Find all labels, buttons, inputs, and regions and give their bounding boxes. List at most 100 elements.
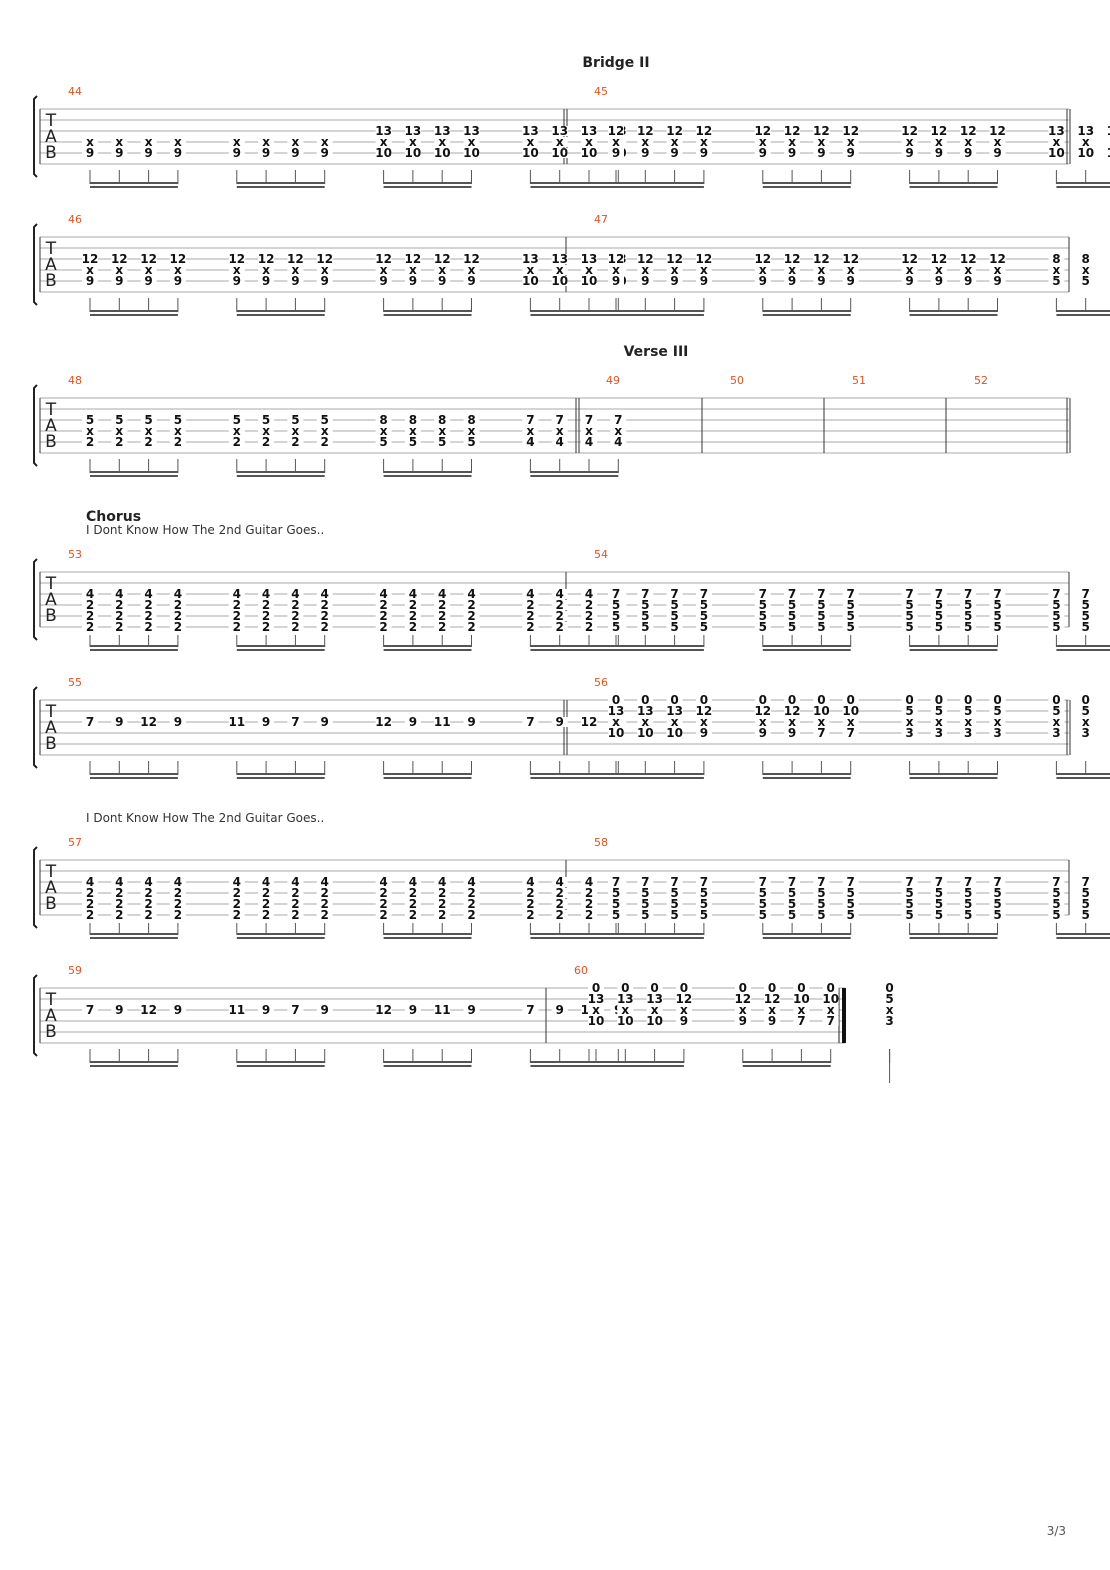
beam (616, 182, 704, 184)
fret-backdrop (588, 1005, 604, 1015)
fret-number: x (700, 715, 708, 729)
beam (236, 773, 325, 775)
fret-number: 7 (700, 875, 708, 889)
fret-backdrop (404, 888, 421, 898)
fret-backdrop (930, 706, 947, 716)
fret-backdrop (1107, 706, 1110, 716)
fret-number: 4 (321, 875, 329, 889)
fret-backdrop (287, 611, 304, 621)
beam (616, 649, 704, 651)
fret-number: 13 (608, 704, 625, 718)
fret-number: x (1053, 715, 1061, 729)
fret-number: 9 (847, 146, 855, 160)
fret-number: 5 (612, 609, 620, 623)
fret-number: 13 (1107, 124, 1110, 138)
fret-number: 7 (964, 587, 972, 601)
fret-number: 5 (964, 609, 972, 623)
fret-backdrop (463, 877, 480, 887)
fret-backdrop (637, 728, 654, 738)
beam (530, 471, 619, 473)
fret-number: 8 (409, 413, 417, 427)
beam (90, 1061, 178, 1063)
fret-backdrop (581, 622, 597, 632)
fret-number: 9 (291, 146, 299, 160)
fret-number: 12 (637, 252, 654, 266)
fret-backdrop (375, 426, 392, 436)
fret-number: 2 (526, 908, 534, 922)
fret-backdrop (695, 899, 712, 909)
fret-backdrop (1107, 728, 1110, 738)
fret-backdrop (1077, 600, 1094, 610)
beam (909, 937, 998, 939)
fret-backdrop (754, 254, 771, 264)
fret-number: 5 (86, 413, 94, 427)
fret-backdrop (316, 426, 333, 436)
fret-backdrop (111, 276, 128, 286)
beam (90, 649, 178, 651)
beam (383, 1061, 472, 1063)
fret-number: 12 (784, 252, 801, 266)
fret-number: x (527, 263, 535, 277)
fret-number: 2 (409, 908, 417, 922)
fret-backdrop (228, 888, 245, 898)
fret-backdrop (258, 611, 275, 621)
fret-number: 10 (813, 704, 830, 718)
fret-number: x (906, 715, 914, 729)
fret-number: 7 (847, 726, 855, 740)
fret-backdrop (588, 1016, 604, 1026)
fret-backdrop (404, 910, 421, 920)
fret-number: 4 (86, 875, 94, 889)
fret-number: 12 (463, 252, 480, 266)
fret-number: 9 (321, 146, 329, 160)
fret-backdrop (82, 888, 98, 898)
fret-backdrop (316, 888, 333, 898)
fret-backdrop (228, 1005, 245, 1015)
fret-backdrop (463, 600, 480, 610)
fret-backdrop (842, 717, 859, 727)
fret-number: 4 (556, 435, 564, 449)
fret-backdrop (813, 254, 830, 264)
fret-backdrop (316, 910, 333, 920)
fret-number: 2 (144, 897, 152, 911)
fret-backdrop (1077, 622, 1094, 632)
fret-number: 4 (144, 875, 152, 889)
beam (616, 645, 704, 647)
fret-number: 5 (847, 609, 855, 623)
fret-backdrop (404, 254, 421, 264)
fret-number: 2 (379, 598, 387, 612)
fret-backdrop (1077, 254, 1094, 264)
fret-backdrop (82, 611, 98, 621)
fret-backdrop (522, 888, 539, 898)
measure-number: 49 (606, 374, 620, 387)
beam (530, 182, 619, 184)
fret-number: 2 (526, 886, 534, 900)
fret-backdrop (608, 888, 624, 898)
fret-backdrop (1107, 148, 1110, 158)
fret-number: 13 (522, 252, 539, 266)
fret-backdrop (463, 899, 480, 909)
beam (530, 186, 619, 188)
fret-backdrop (989, 695, 1006, 705)
fret-number: x (174, 135, 182, 149)
fret-backdrop (551, 137, 568, 147)
fret-number: 2 (174, 435, 182, 449)
fret-number: 10 (405, 146, 422, 160)
fret-number: 5 (905, 704, 913, 718)
fret-backdrop (637, 706, 654, 716)
fret-backdrop (608, 728, 624, 738)
fret-backdrop (434, 137, 451, 147)
fret-backdrop (1077, 137, 1094, 147)
fret-backdrop (111, 415, 128, 425)
fret-number: 5 (144, 413, 152, 427)
fret-number: 9 (379, 274, 387, 288)
fret-backdrop (404, 622, 421, 632)
fret-number: 4 (585, 587, 593, 601)
fret-number: 2 (262, 897, 270, 911)
fret-backdrop (813, 910, 830, 920)
fret-backdrop (695, 877, 712, 887)
fret-number: 9 (409, 715, 417, 729)
fret-backdrop (784, 717, 801, 727)
system-bracket (33, 223, 38, 306)
fret-number: 2 (262, 620, 270, 634)
fret-number: 2 (291, 886, 299, 900)
